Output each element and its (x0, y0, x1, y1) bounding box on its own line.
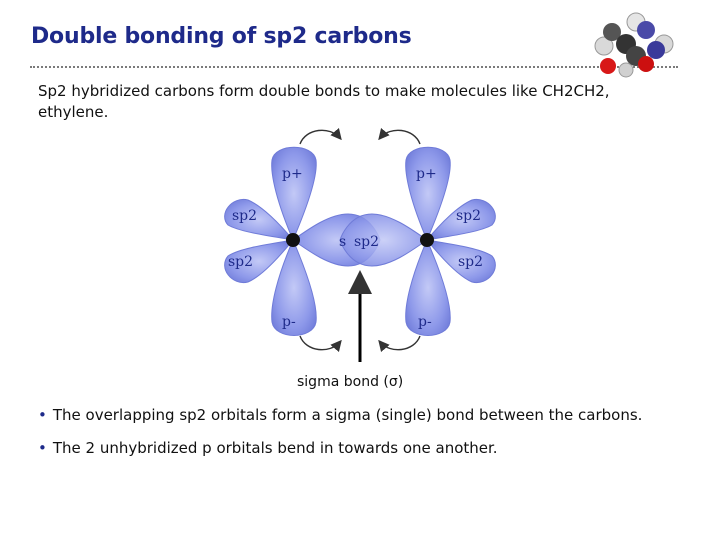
left-carbon-nucleus (286, 233, 300, 247)
bottom-left-bend-arrow (299, 335, 342, 353)
top-right-bend-arrow (378, 127, 421, 145)
molecule-icon (594, 12, 674, 78)
left-lower-sp2-label: sp2 (228, 254, 253, 270)
slide-title: Double bonding of sp2 carbons (31, 24, 412, 49)
right-p-bottom-label: p- (418, 314, 432, 330)
right-p-top-label: p+ (416, 166, 437, 182)
overlap-right-label: sp2 (354, 234, 379, 250)
right-upper-sp2-label: sp2 (456, 208, 481, 224)
sigma-bond-label: sigma bond (σ) (297, 374, 403, 390)
bullet-item: • The 2 unhybridized p orbitals bend in t… (38, 439, 498, 457)
title-divider (30, 66, 678, 68)
intro-text: Sp2 hybridized carbons form double bonds… (38, 82, 610, 121)
bottom-right-bend-arrow (378, 335, 421, 353)
right-carbon-nucleus (420, 233, 434, 247)
left-lower-sp2-lobe (224, 239, 295, 284)
bullet-item: • The overlapping sp2 orbitals form a sig… (38, 406, 642, 424)
left-upper-sp2-lobe (224, 198, 295, 241)
left-p-bottom-label: p- (282, 314, 296, 330)
right-p-orbital-top-lobe (405, 146, 451, 242)
bending-arrows (299, 127, 421, 353)
right-upper-sp2-lobe (425, 198, 496, 241)
right-lower-sp2-lobe (425, 239, 496, 284)
left-p-top-label: p+ (282, 166, 303, 182)
right-p-orbital-bottom-lobe (405, 238, 451, 336)
left-p-orbital-bottom-lobe (271, 238, 317, 336)
bullet-dot-icon: • (38, 439, 47, 457)
right-lower-sp2-label: sp2 (458, 254, 483, 270)
left-upper-sp2-label: sp2 (232, 208, 257, 224)
overlap-left-label: s (339, 234, 346, 250)
top-left-bend-arrow (299, 127, 342, 145)
left-p-orbital-top-lobe (271, 146, 317, 242)
bullet-dot-icon: • (38, 406, 47, 424)
bullet-text: The overlapping sp2 orbitals form a sigm… (52, 406, 643, 424)
right-overlap-sp2-lobe (339, 213, 428, 267)
bullet-text: The 2 unhybridized p orbitals bend in to… (52, 439, 498, 457)
